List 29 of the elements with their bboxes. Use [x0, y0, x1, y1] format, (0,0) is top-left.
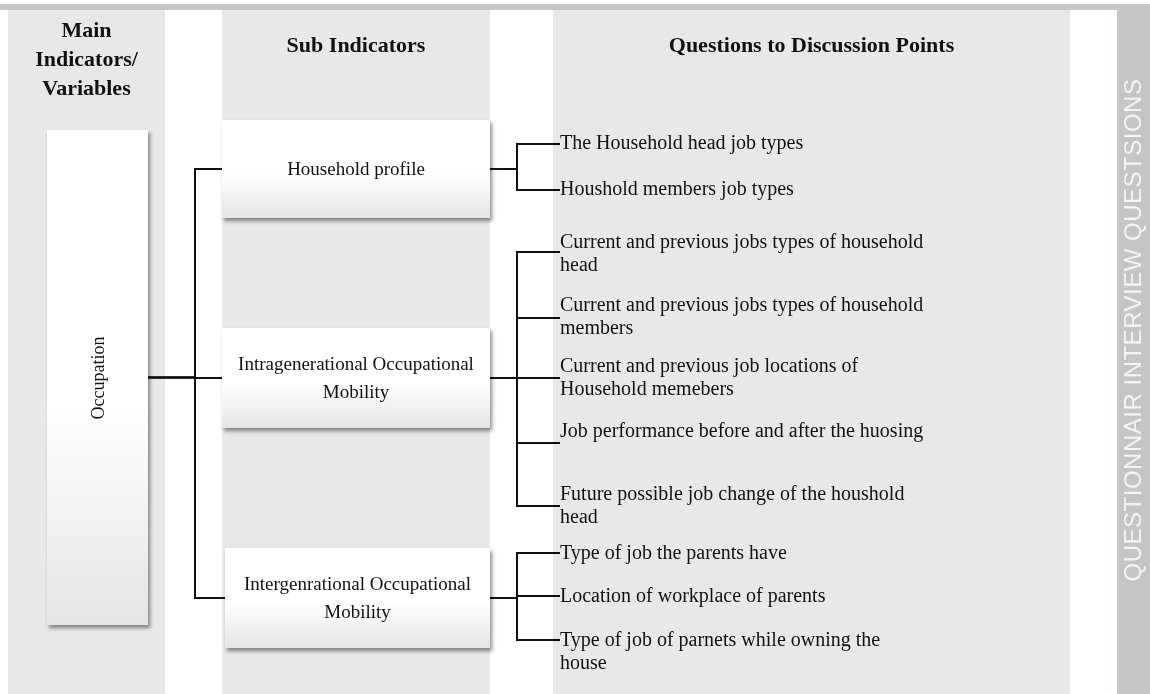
- question-text: Houshold members job types: [560, 177, 795, 200]
- column-band: [553, 10, 1070, 694]
- indicator-label: Occupation: [86, 336, 109, 419]
- question-text: Location of workplace of parents: [560, 584, 827, 607]
- question-text: Current and previous jobs types of household head: [560, 230, 925, 276]
- question-text: Current and previous job locations of Household memebers: [560, 354, 860, 400]
- question-text: Job performance before and after the huosing: [560, 419, 925, 442]
- column-heading: Questions to Discussion Points: [667, 31, 956, 59]
- question-text: Future possible job change of the houshold head: [560, 482, 906, 528]
- question-text: Type of job of parnets while owning the house: [560, 628, 882, 674]
- sub-indicator-label: Intragenerational Occupational Mobility: [237, 352, 475, 404]
- connector-line: [489, 597, 561, 641]
- column-band: [222, 10, 490, 694]
- column-band: [8, 10, 165, 694]
- question-text: Current and previous jobs types of household members: [560, 293, 925, 339]
- sub-indicator-label: Household profile: [287, 157, 425, 181]
- side-band: [1117, 10, 1150, 694]
- column-heading: Sub Indicators: [285, 31, 427, 59]
- question-text: The Household head job types: [560, 131, 805, 154]
- sub-indicator-box: [222, 120, 490, 218]
- sub-indicator-box: [222, 328, 490, 428]
- question-text: Type of job the parents have: [560, 541, 788, 564]
- column-heading: Main Indicators/ Variables: [34, 16, 139, 102]
- sub-indicator-label: Intergenrational Occupational Mobility: [243, 572, 472, 624]
- connector-line: [147, 376, 226, 599]
- sub-indicator-box: [225, 548, 490, 648]
- connector-line: [489, 168, 561, 191]
- indicator-box: [47, 130, 148, 625]
- connector-line: [489, 377, 561, 507]
